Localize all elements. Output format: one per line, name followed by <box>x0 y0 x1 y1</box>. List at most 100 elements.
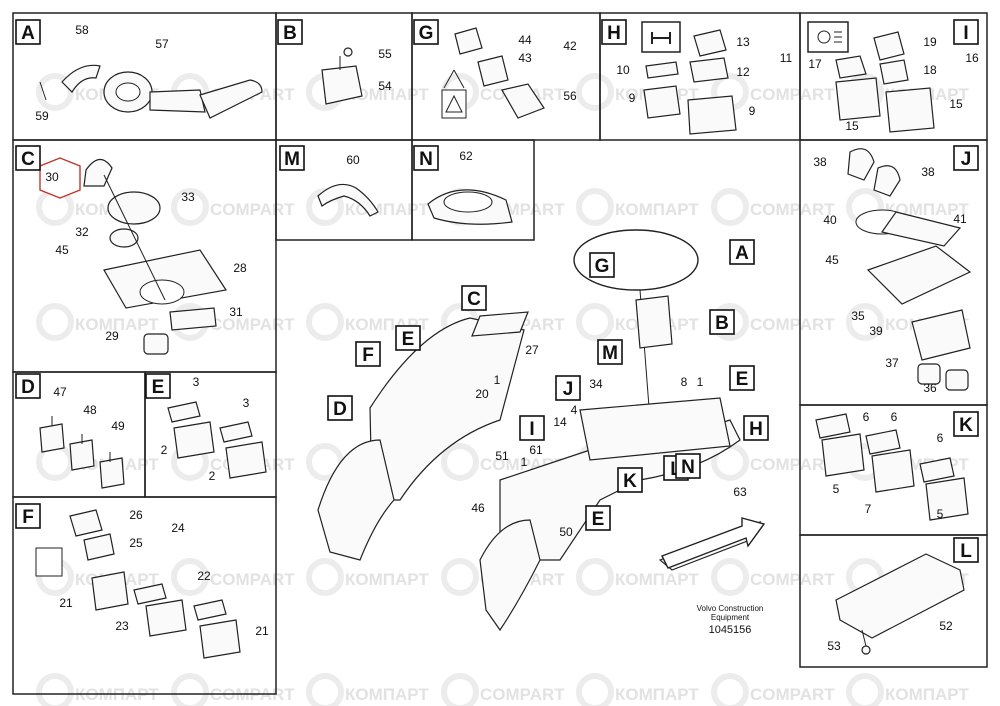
watermark-mark: COMPART <box>441 673 565 706</box>
section-tag-k: K <box>617 467 643 493</box>
section-tag-h: H <box>601 19 627 45</box>
section-tag-d: D <box>15 373 41 399</box>
part-label: 26 <box>129 508 143 522</box>
part-label: 45 <box>55 243 69 257</box>
part-label: 11 <box>780 51 793 65</box>
overview-part-label: 50 <box>559 525 573 539</box>
watermark-mark: COMPART <box>171 673 295 706</box>
overview-part-label: 46 <box>471 501 485 515</box>
part-label: 3 <box>243 396 250 410</box>
watermark-mark: КОМПАРТ <box>576 558 699 596</box>
part-label: 2 <box>209 469 216 483</box>
watermark-mark: COMPART <box>711 443 835 481</box>
section-tag-k: K <box>953 411 979 437</box>
watermark-mark: КОМПАРТ <box>306 558 429 596</box>
watermark-mark: КОМПАРТ <box>306 673 429 706</box>
drawing-footer: Volvo Construction Equipment 1045156 <box>697 604 764 636</box>
part-label: 15 <box>949 97 963 111</box>
part-label: 6 <box>937 431 944 445</box>
section-tag-e: E <box>729 365 755 391</box>
section-tag-label: F <box>22 507 34 528</box>
watermark-mark: КОМПАРТ <box>36 673 159 706</box>
overview-part-label: 51 <box>495 449 509 463</box>
part-label: 23 <box>115 619 129 633</box>
part-label: 54 <box>378 79 392 93</box>
part-label: 60 <box>346 153 360 167</box>
part-label: 9 <box>629 91 636 105</box>
overview-part-label: 27 <box>525 343 539 357</box>
part-label: 30 <box>45 170 59 184</box>
footer-drawing-number: 1045156 <box>709 624 752 636</box>
watermark-text: COMPART <box>750 455 835 474</box>
watermark-mark: КОМПАРТ <box>576 188 699 226</box>
part-label: 13 <box>736 35 750 49</box>
section-tag-label: G <box>595 256 610 277</box>
part-drawings <box>35 21 972 659</box>
section-tag-label: K <box>623 471 637 492</box>
part-label: 48 <box>83 403 97 417</box>
section-tag-label: M <box>602 343 618 364</box>
section-tag-g: G <box>589 252 615 278</box>
overview-part-label: 1 <box>697 375 704 389</box>
section-tag-n: N <box>413 145 439 171</box>
watermark-text: COMPART <box>750 200 835 219</box>
watermark-mark: КОМПАРТ <box>36 303 159 341</box>
part-label: 49 <box>111 419 125 433</box>
part-label: 15 <box>845 119 859 133</box>
overview-part-label: 14 <box>553 415 567 429</box>
part-label: 53 <box>827 639 841 653</box>
part-label: 9 <box>749 104 756 118</box>
part-label: 47 <box>53 385 67 399</box>
part-label: 62 <box>459 149 473 163</box>
part-label: 12 <box>736 65 750 79</box>
section-tag-c: C <box>15 145 41 171</box>
part-label: 21 <box>59 596 73 610</box>
section-tag-label: A <box>21 23 35 44</box>
watermark-text: КОМПАРТ <box>75 315 159 334</box>
part-label: 29 <box>105 329 119 343</box>
section-tag-e: E <box>585 505 611 531</box>
part-label: 32 <box>75 225 89 239</box>
part-label: 21 <box>255 624 269 638</box>
section-tag-label: K <box>959 415 973 436</box>
section-tag-n: N <box>675 453 701 479</box>
part-label: 52 <box>939 619 953 633</box>
section-tag-m: M <box>279 145 305 171</box>
section-tag-b: B <box>709 309 735 335</box>
section-tag-a: A <box>729 239 755 265</box>
part-label: 56 <box>563 89 577 103</box>
section-tag-label: B <box>715 313 729 334</box>
section-tag-label: C <box>21 149 35 170</box>
panel-frames <box>12 12 988 695</box>
part-label: 2 <box>161 443 168 457</box>
part-label: 58 <box>75 23 89 37</box>
section-tag-c: C <box>461 285 487 311</box>
part-label: 24 <box>171 521 185 535</box>
section-tag-a: A <box>15 19 41 45</box>
section-tag-b: B <box>277 19 303 45</box>
part-label: 33 <box>181 190 195 204</box>
section-tag-m: M <box>597 339 623 365</box>
section-tags: ABGHICMNJDEFKLAGBCEFDMJEHIKLNE <box>15 19 979 563</box>
section-tag-g: G <box>413 19 439 45</box>
watermark-text: COMPART <box>750 570 835 589</box>
section-tag-j: J <box>555 375 581 401</box>
part-label: 44 <box>518 33 532 47</box>
overview-part-label: 1 <box>521 455 528 469</box>
watermark-text: COMPART <box>480 685 565 704</box>
section-tag-label: M <box>284 149 300 170</box>
watermark-text: COMPART <box>750 685 835 704</box>
part-label: 43 <box>518 51 532 65</box>
part-label: 55 <box>378 47 392 61</box>
section-tag-label: N <box>681 457 695 478</box>
section-tag-label: E <box>736 369 749 390</box>
part-label: 10 <box>616 63 630 77</box>
watermark-mark: COMPART <box>711 673 835 706</box>
section-tag-label: D <box>21 377 35 398</box>
section-tag-i: I <box>953 19 979 45</box>
overview-part-label: 8 <box>681 375 688 389</box>
section-tag-label: A <box>735 243 749 264</box>
section-tag-label: D <box>333 399 347 420</box>
